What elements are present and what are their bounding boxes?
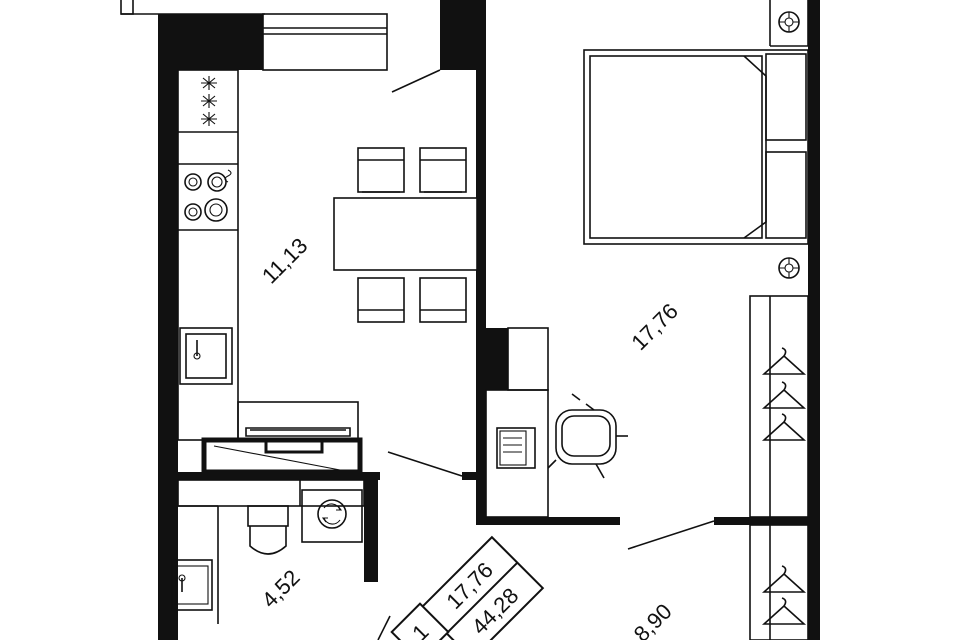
chair-icon [419, 147, 467, 193]
chair-icon [357, 147, 405, 193]
radiator-icon [778, 257, 800, 279]
wardrobe [749, 295, 809, 518]
balcony-edge [120, 0, 265, 15]
bedroom-window [769, 0, 809, 47]
toilet-icon [247, 505, 289, 555]
kitchen-window [262, 13, 388, 71]
coat-hanger-icon [761, 413, 807, 441]
kitchen-cabinet [201, 401, 363, 475]
coat-hanger-icon [761, 597, 807, 625]
room-count-badge: 1 [390, 602, 450, 640]
wardrobe [749, 524, 809, 640]
coat-hanger-icon [761, 347, 807, 375]
radiator-icon [778, 11, 800, 33]
vent-icon [201, 76, 217, 126]
door-swings [377, 69, 715, 640]
dining-table [333, 197, 478, 271]
kitchen-area-label: 11,13 [257, 233, 312, 288]
washing-machine-icon [301, 489, 363, 543]
coat-hanger-icon [761, 565, 807, 593]
cooktop-icon [184, 169, 232, 222]
office-chair-icon [547, 393, 628, 479]
coat-hanger-icon [761, 381, 807, 409]
bed-icon [583, 49, 809, 245]
chair-icon [419, 277, 467, 323]
walls [158, 0, 820, 640]
desk [485, 327, 549, 518]
hall-area-label: 8,90 [629, 599, 677, 640]
bathroom-area-label: 4,52 [257, 565, 305, 613]
bedroom-area-label: 17,76 [626, 298, 683, 355]
sink-icon [179, 327, 233, 385]
chair-icon [357, 277, 405, 323]
bathroom-sink-icon [171, 559, 213, 611]
laptop-icon [496, 427, 536, 469]
